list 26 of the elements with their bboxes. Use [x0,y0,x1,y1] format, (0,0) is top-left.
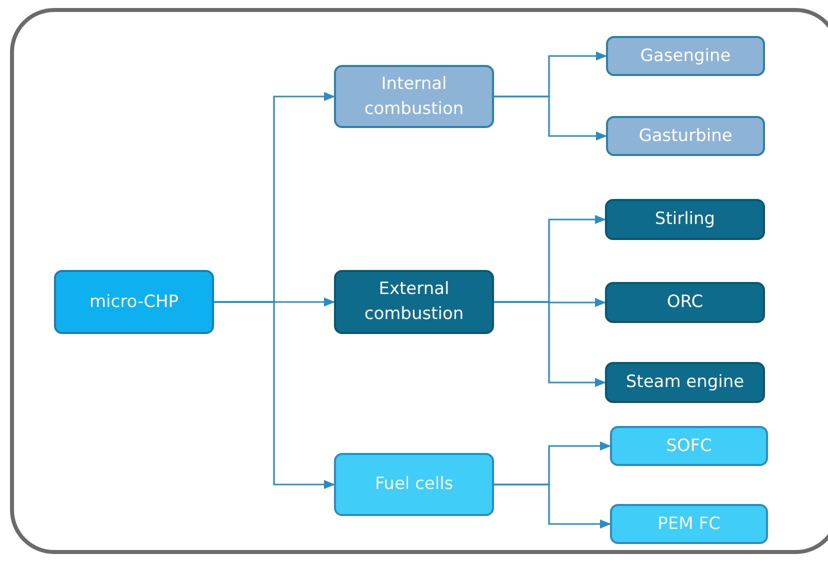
arrow [494,301,606,387]
node-label: Gasengine [640,44,731,68]
process-box [605,199,765,240]
node-label: ORC [666,291,704,314]
process-box [606,116,765,156]
node-label: PEM FC [658,512,720,536]
process-box [605,282,765,323]
node-label: Stirling [654,208,716,232]
process-box [610,504,768,544]
node-label: Gasturbine [638,124,732,148]
node-label: SOFC [666,434,712,458]
node-label: Fuel cells [374,473,454,496]
process-box [606,36,765,76]
process-box [610,426,768,466]
process-box [334,453,494,516]
node-label: Steam engine [626,371,744,394]
arrow [214,301,336,489]
node-label: micro-CHP [89,290,178,314]
process-box [334,270,494,334]
process-box [334,65,494,128]
node-label: Internal combustion [363,72,465,120]
process-box [605,362,765,403]
process-box [54,270,214,334]
arrow [494,96,608,140]
node-label: External combustion [363,278,465,326]
arrow [494,484,612,528]
